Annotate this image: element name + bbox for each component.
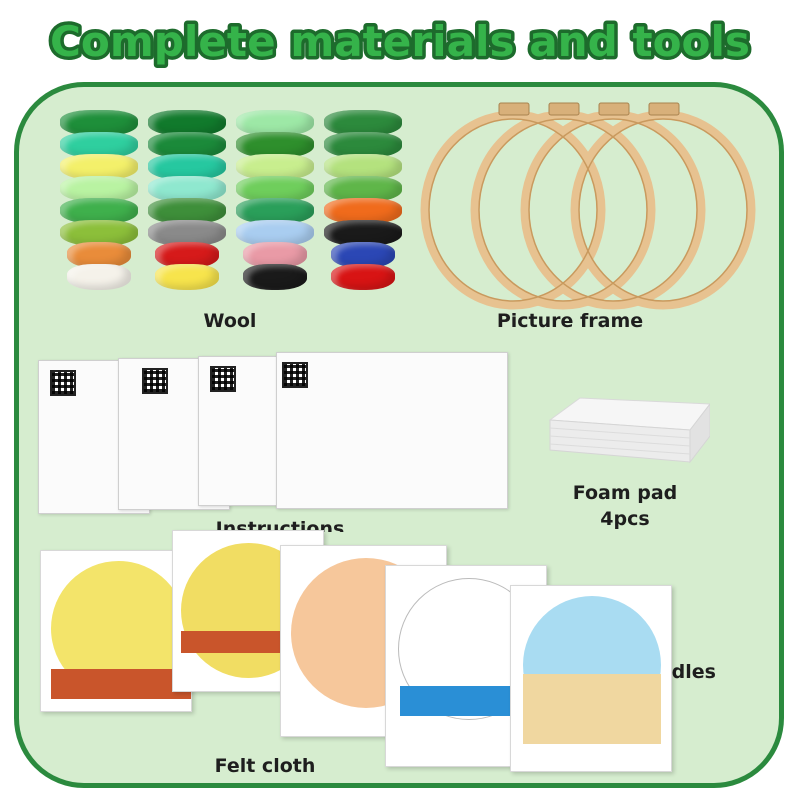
wool-roll [60,176,138,202]
wool-roll [324,154,402,180]
instruction-sheets-image [38,352,508,514]
wool-roll [148,110,226,136]
wool-roll [60,132,138,158]
wool-roll [236,154,314,180]
wool-roll [324,220,402,246]
wool-roll [67,264,131,290]
wool-roll [324,198,402,224]
foam-pad-count: 4pcs [600,508,650,530]
wool-roll [324,110,402,136]
instructions-label: Instructions [215,518,345,532]
foam-pad-label: Foam pad [572,482,678,504]
wool-roll [243,264,307,290]
frame-label: Picture frame [496,310,644,332]
wool-roll [60,220,138,246]
wool-roll [236,132,314,158]
wool-label: Wool [203,310,257,332]
felt-cloth-image [40,530,680,772]
wool-roll [243,242,307,268]
page-title: Complete materials and tools [0,4,800,74]
wool-roll [236,198,314,224]
wool-roll [324,176,402,202]
felt-cloth-label: Felt cloth [214,755,316,777]
wool-roll [236,220,314,246]
wool-roll [148,132,226,158]
embroidery-hoops-image [415,95,765,315]
wool-roll [236,176,314,202]
wool-roll [148,198,226,224]
wool-roll [60,198,138,224]
wool-roll [331,242,395,268]
foam-pad-image [540,390,711,470]
wool-roll [148,220,226,246]
wool-roll [148,154,226,180]
wool-roll [236,110,314,136]
wool-roll [324,132,402,158]
wool-roll [60,154,138,180]
wool-roll [155,242,219,268]
wool-roll [60,110,138,136]
wool-roll [331,264,395,290]
wool-roll [155,264,219,290]
wool-roll [67,242,131,268]
wool-bundle [60,110,402,310]
wool-roll [148,176,226,202]
page-title-text: Complete materials and tools [50,17,750,66]
